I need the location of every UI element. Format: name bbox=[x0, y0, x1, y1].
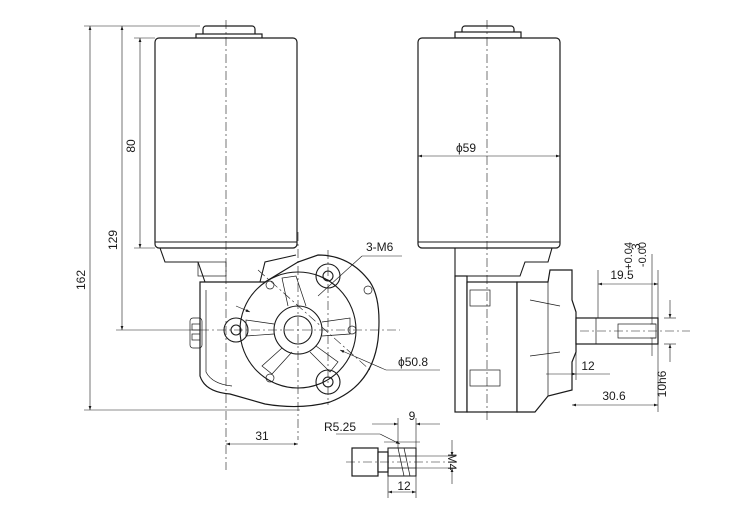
dim-key-3: 3 bbox=[629, 243, 643, 250]
dim-key-tol-minus: -0.00 bbox=[637, 242, 649, 267]
dim-162: 162 bbox=[74, 270, 88, 290]
dim-19-5: 19.5 bbox=[610, 268, 634, 282]
dim-12-shaft: 12 bbox=[581, 359, 595, 373]
dim-30-6: 30.6 bbox=[602, 389, 626, 403]
dim-r5-25: R5.25 bbox=[324, 420, 356, 434]
gearbox-housing-front bbox=[199, 254, 380, 408]
dim-59: ϕ59 bbox=[456, 141, 476, 155]
dim-80: 80 bbox=[124, 139, 138, 153]
dim-key-tol-plus: +0.04 bbox=[623, 242, 635, 270]
front-dimensions bbox=[84, 25, 300, 446]
dim-bolt-circle: ϕ50.8 bbox=[398, 355, 428, 369]
dim-31: 31 bbox=[255, 429, 269, 443]
dim-m4: M4 bbox=[445, 454, 459, 471]
side-dimensions bbox=[418, 154, 676, 412]
shaft-end-detail bbox=[336, 418, 460, 498]
dim-9: 9 bbox=[409, 409, 416, 423]
dim-129: 129 bbox=[106, 230, 120, 250]
dim-3-m6: 3-M6 bbox=[366, 240, 394, 254]
dim-12-detail: 12 bbox=[397, 479, 411, 493]
dim-10h6: 10h6 bbox=[655, 370, 669, 397]
motor-body-side bbox=[417, 37, 561, 249]
front-view bbox=[154, 20, 440, 470]
side-view bbox=[417, 20, 690, 420]
